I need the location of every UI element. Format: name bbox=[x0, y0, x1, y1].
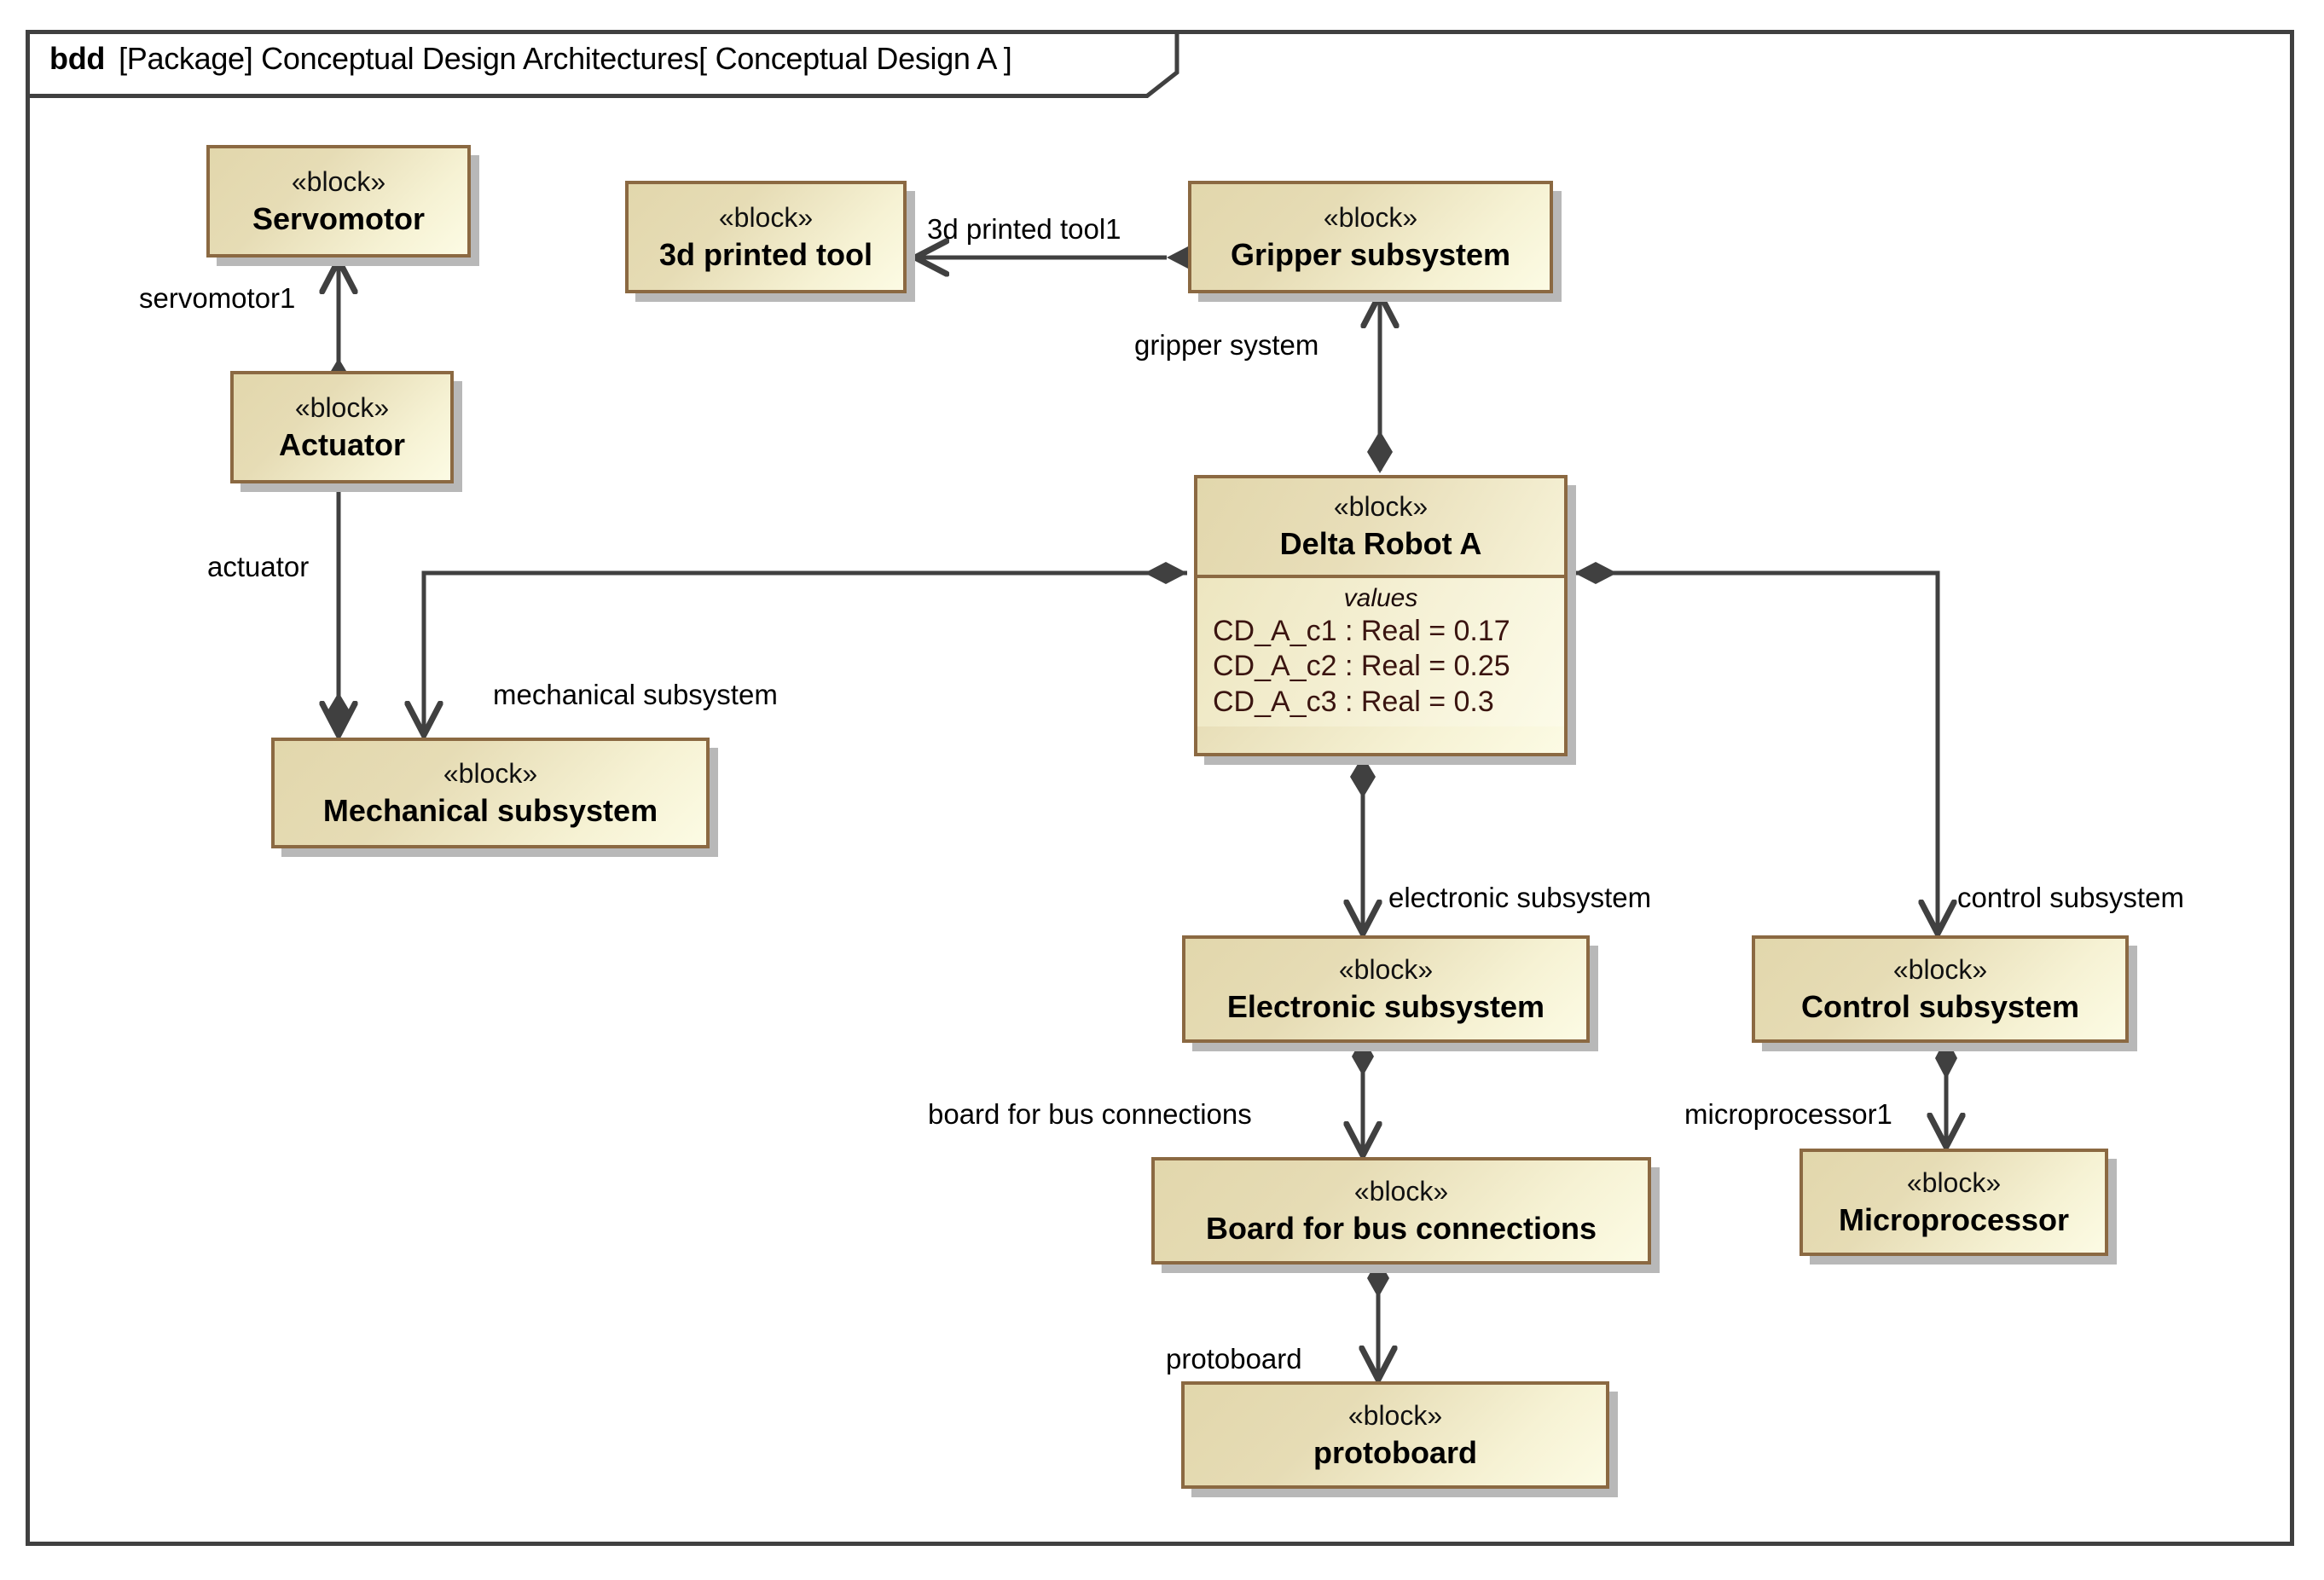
edge-label-3d-printed-tool1: 3d printed tool1 bbox=[927, 213, 1121, 245]
block-name: Servomotor bbox=[252, 200, 426, 236]
block-name: Mechanical subsystem bbox=[322, 792, 658, 828]
edge-label-electronic-subsystem: electronic subsystem bbox=[1388, 882, 1652, 913]
stereotype-label: «block» bbox=[718, 201, 814, 233]
block-name: Board for bus connections bbox=[1205, 1210, 1597, 1246]
value-property: CD_A_c3 : Real = 0.3 bbox=[1213, 685, 1494, 718]
block-header: «block» Delta Robot A bbox=[1197, 478, 1564, 578]
block-protoboard[interactable]: «block» protoboard bbox=[1181, 1381, 1609, 1489]
block-name: Microprocessor bbox=[1838, 1201, 2070, 1237]
edge-label-mechanical-subsystem: mechanical subsystem bbox=[493, 679, 778, 710]
edge-label-protoboard: protoboard bbox=[1166, 1343, 1302, 1375]
diagram-title: bdd [Package] Conceptual Design Architec… bbox=[26, 30, 1168, 88]
stereotype-label: «block» bbox=[1333, 491, 1429, 523]
stereotype-label: «block» bbox=[443, 757, 538, 789]
block-name: Gripper subsystem bbox=[1230, 236, 1511, 272]
value-property: CD_A_c2 : Real = 0.25 bbox=[1213, 650, 1510, 683]
block-actuator[interactable]: «block» Actuator bbox=[230, 371, 454, 483]
values-compartment-title: values bbox=[1343, 584, 1418, 612]
edge-label-servomotor1: servomotor1 bbox=[139, 282, 296, 314]
block-name: Electronic subsystem bbox=[1226, 988, 1545, 1024]
edge-label-microprocessor1: microprocessor1 bbox=[1684, 1098, 1892, 1130]
block-gripper-subsystem[interactable]: «block» Gripper subsystem bbox=[1188, 181, 1553, 293]
stereotype-label: «block» bbox=[1892, 953, 1988, 985]
block-microprocessor[interactable]: «block» Microprocessor bbox=[1800, 1149, 2108, 1256]
stereotype-label: «block» bbox=[1347, 1399, 1443, 1431]
values-compartment: values CD_A_c1 : Real = 0.17 CD_A_c2 : R… bbox=[1197, 578, 1564, 727]
block-name: protoboard bbox=[1313, 1434, 1477, 1470]
stereotype-label: «block» bbox=[1323, 201, 1418, 233]
block-electronic-subsystem[interactable]: «block» Electronic subsystem bbox=[1182, 935, 1590, 1043]
stereotype-label: «block» bbox=[1338, 953, 1434, 985]
edge-label-gripper-system: gripper system bbox=[1134, 329, 1319, 361]
diagram-title-text: [Package] Conceptual Design Architecture… bbox=[119, 41, 1012, 76]
edge-label-board-for-bus-connections: board for bus connections bbox=[928, 1098, 1252, 1130]
stereotype-label: «block» bbox=[294, 391, 390, 423]
block-servomotor[interactable]: «block» Servomotor bbox=[206, 145, 471, 258]
edge-label-actuator: actuator bbox=[207, 551, 310, 582]
block-name: Control subsystem bbox=[1800, 988, 2080, 1024]
block-delta-robot-a[interactable]: «block» Delta Robot A values CD_A_c1 : R… bbox=[1194, 475, 1568, 756]
diagram-kind-label: bdd bbox=[49, 41, 106, 76]
value-property: CD_A_c1 : Real = 0.17 bbox=[1213, 615, 1510, 647]
block-name: 3d printed tool bbox=[659, 236, 872, 272]
stereotype-label: «block» bbox=[1906, 1166, 2002, 1198]
block-mechanical-subsystem[interactable]: «block» Mechanical subsystem bbox=[271, 738, 710, 848]
block-board-for-bus-connections[interactable]: «block» Board for bus connections bbox=[1151, 1157, 1651, 1265]
block-3d-printed-tool[interactable]: «block» 3d printed tool bbox=[625, 181, 907, 293]
block-control-subsystem[interactable]: «block» Control subsystem bbox=[1752, 935, 2129, 1043]
block-name: Delta Robot A bbox=[1279, 526, 1482, 562]
block-name: Actuator bbox=[278, 426, 405, 462]
edge-label-control-subsystem: control subsystem bbox=[1957, 882, 2184, 913]
stereotype-label: «block» bbox=[1353, 1175, 1449, 1207]
stereotype-label: «block» bbox=[291, 165, 386, 197]
